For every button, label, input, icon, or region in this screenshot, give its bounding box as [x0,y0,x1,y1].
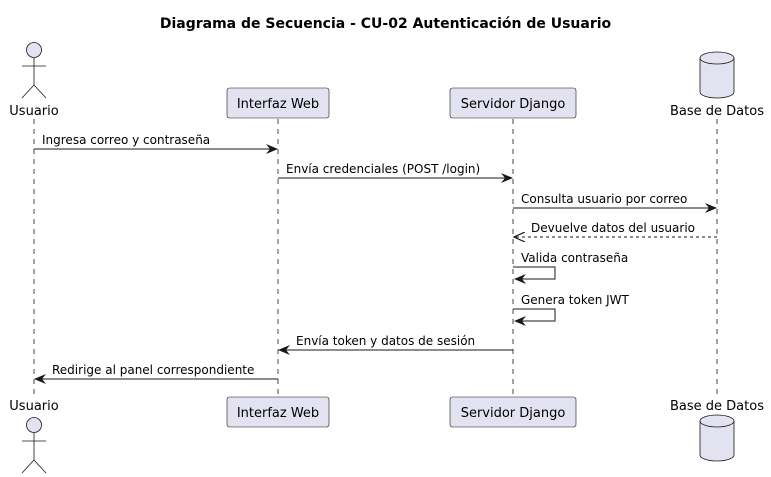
participant-label-db-bottom: Base de Datos [670,399,764,414]
message-5: Valida contraseña [513,251,628,284]
participant-box-django-bottom [449,396,577,428]
participant-label-web-top: Interfaz Web [237,97,319,112]
message-label-6: Genera token JWT [521,293,630,307]
message-label-7: Envía token y datos de sesión [296,334,475,348]
participant-label-django-bottom: Servidor Django [461,406,566,421]
participant-label-db-top: Base de Datos [670,104,764,119]
actor-bottom-icon [21,417,47,474]
message-3: Consulta usuario por correo [513,192,717,213]
message-label-5: Valida contraseña [521,251,628,265]
message-1: Ingresa correo y contraseña [34,133,278,154]
message-arrow-6 [513,308,556,326]
message-7: Envía token y datos de sesión [278,334,513,355]
message-8: Redirige al panel correspondiente [34,363,278,384]
database-top-icon [699,51,735,99]
message-2: Envía credenciales (POST /login) [278,162,513,183]
message-label-3: Consulta usuario por correo [521,192,687,206]
message-6: Genera token JWT [513,293,630,326]
participant-box-web-bottom [226,396,330,428]
actor-top-icon [21,42,47,99]
participant-label-usuario-top: Usuario [9,104,58,119]
message-label-8: Redirige al panel correspondiente [52,363,254,377]
message-arrow-5 [513,266,556,284]
database-bottom-icon [699,414,735,462]
participant-box-django-top [449,87,577,119]
participant-box-web-top [226,87,330,119]
message-label-1: Ingresa correo y contraseña [42,133,210,147]
message-4: Devuelve datos del usuario [514,221,717,237]
diagram-title: Diagrama de Secuencia - CU-02 Autenticac… [160,16,612,32]
participant-label-django-top: Servidor Django [461,97,566,112]
participant-label-usuario-bottom: Usuario [9,399,58,414]
message-label-2: Envía credenciales (POST /login) [286,162,480,176]
message-label-4: Devuelve datos del usuario [531,221,695,235]
participant-label-web-bottom: Interfaz Web [237,406,319,421]
